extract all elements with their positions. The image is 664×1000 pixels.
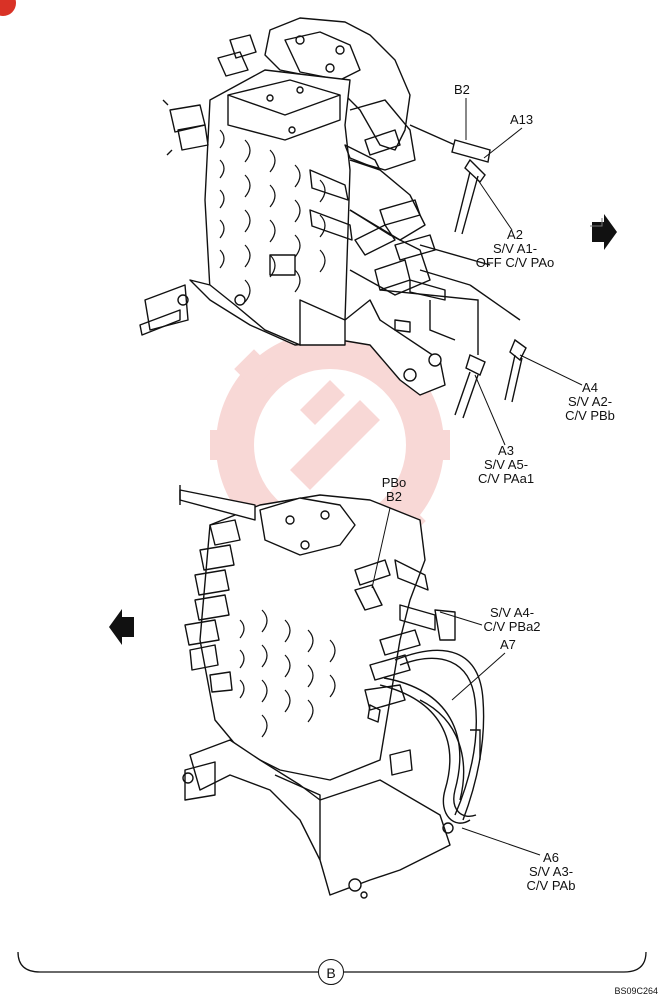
- label-a3-code: A3: [498, 443, 514, 458]
- label-a2-desc1: S/V A1-: [492, 241, 538, 256]
- bottom-hoses: [379, 649, 485, 824]
- label-pbo: PBo: [381, 475, 407, 490]
- label-a13: A13: [510, 112, 534, 127]
- corner-badge: [0, 0, 16, 16]
- label-a2-desc2: OFF C/V PAo: [475, 255, 555, 270]
- arrow-left-icon: [109, 609, 134, 645]
- top-hoses: [379, 124, 527, 419]
- label-a3-desc2: C/V PAa1: [477, 471, 535, 486]
- label-a6: A6 S/V A3- C/V PAb: [514, 851, 588, 893]
- label-a6-desc1: S/V A3-: [528, 864, 574, 879]
- label-a6-code: A6: [543, 850, 559, 865]
- arrow-right-icon: [590, 214, 617, 250]
- label-a3: A3 S/V A5- C/V PAa1: [466, 444, 546, 486]
- section-bracket: [17, 951, 647, 973]
- label-a2-code: A2: [507, 227, 523, 242]
- label-b2-bottom: B2: [386, 489, 402, 504]
- bottom-control-valve: [179, 485, 456, 899]
- label-pbo-b2: PBo B2: [376, 476, 412, 504]
- label-sv-a4: S/V A4- C/V PBa2: [472, 606, 552, 634]
- section-marker-b: B: [318, 959, 344, 985]
- label-a4-code: A4: [582, 380, 598, 395]
- bottom-leader-lines: [371, 507, 541, 856]
- label-a4-desc2: C/V PBb: [565, 408, 615, 423]
- label-a4-desc1: S/V A2-: [567, 394, 613, 409]
- label-a7: A7: [500, 637, 516, 652]
- label-b2-top: B2: [454, 82, 470, 97]
- label-a3-desc1: S/V A5-: [483, 457, 529, 472]
- label-sv-a4-line1: S/V A4-: [489, 605, 535, 620]
- label-a6-desc2: C/V PAb: [526, 878, 576, 893]
- label-a2: A2 S/V A1- OFF C/V PAo: [475, 228, 555, 270]
- label-a4: A4 S/V A2- C/V PBb: [550, 381, 630, 423]
- top-control-valve: [139, 17, 446, 396]
- figure-code: BS09C264: [614, 986, 658, 996]
- label-sv-a4-line2: C/V PBa2: [483, 619, 541, 634]
- top-leader-lines: [465, 98, 583, 446]
